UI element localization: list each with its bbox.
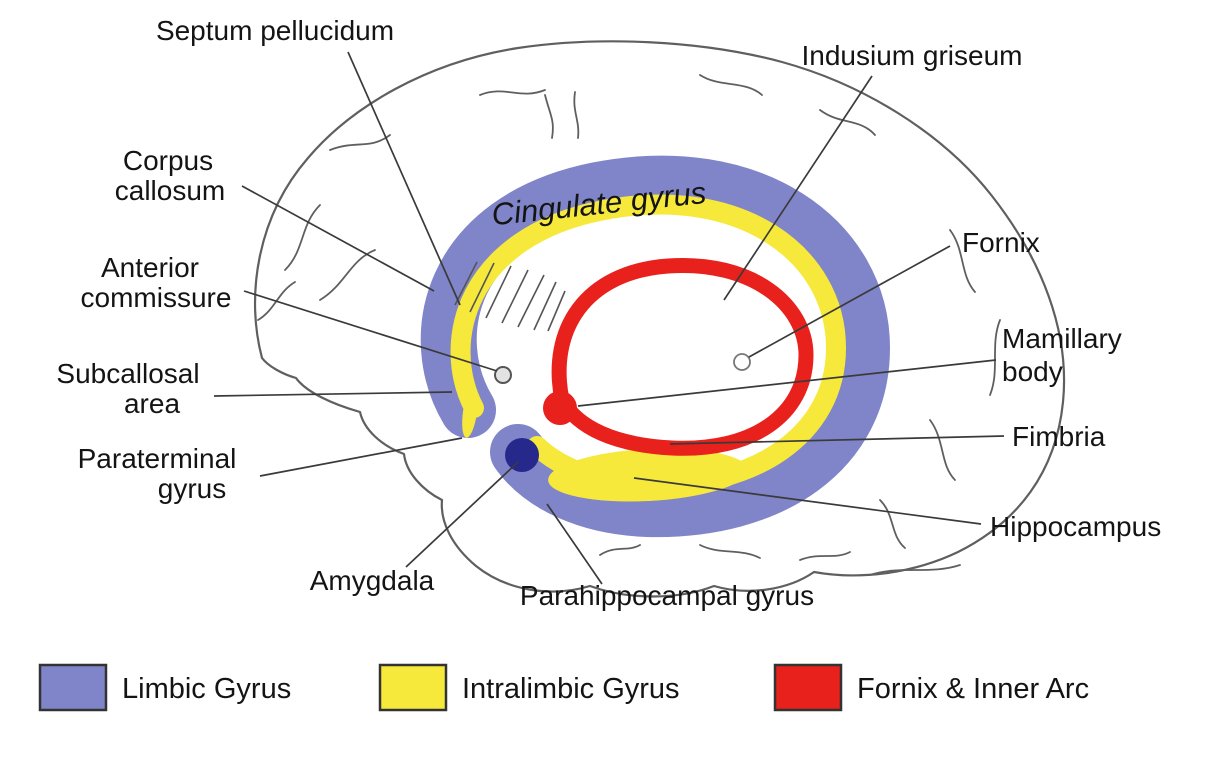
structure-labels: Septum pellucidum Indusium griseum Corpu… — [56, 15, 1161, 611]
leader-corpus-callosum — [241, 185, 435, 292]
sulcus-line — [799, 551, 851, 561]
hatch-line — [469, 262, 495, 313]
leader-indusium-griseum — [723, 75, 873, 301]
label-corpus-callosum-line1: Corpus — [123, 145, 213, 176]
label-corpus-callosum-line2: callosum — [115, 175, 225, 206]
sulcus-line — [329, 134, 391, 151]
amygdala-dot — [505, 438, 539, 472]
hatch-line — [501, 269, 529, 324]
hatch-line — [485, 265, 512, 319]
label-amygdala: Amygdala — [310, 565, 435, 596]
sulcus-line — [989, 319, 1001, 396]
hippocampus-region — [548, 448, 748, 502]
label-subcallosal-area-line1: Subcallosal — [56, 358, 199, 389]
label-indusium-griseum: Indusium griseum — [802, 40, 1023, 71]
hatch-line — [533, 281, 557, 331]
sulcus-line — [319, 249, 376, 301]
label-anterior-commissure-line2: commissure — [81, 282, 232, 313]
sulcus-line — [544, 94, 554, 139]
brain-sulci — [257, 74, 1001, 576]
leader-paraterminal-gyrus — [259, 437, 463, 477]
leader-fornix — [748, 245, 951, 358]
label-hippocampus: Hippocampus — [990, 511, 1161, 542]
leader-hippocampus — [633, 477, 982, 525]
septum-pellucidum-hatching — [454, 261, 566, 332]
leader-anterior-commissure — [243, 290, 498, 372]
leader-amygdala — [405, 461, 519, 568]
hatch-line — [547, 290, 566, 332]
label-septum-pellucidum: Septum pellucidum — [156, 15, 394, 46]
mamillary-body-dot — [543, 391, 577, 425]
label-paraterminal-gyrus-line2: gyrus — [158, 473, 226, 504]
sulcus-line — [573, 91, 580, 139]
label-subcallosal-area-line2: area — [124, 388, 180, 419]
sulcus-line — [819, 109, 876, 136]
leader-subcallosal-area — [213, 391, 453, 397]
label-fornix: Fornix — [962, 227, 1040, 258]
legend-swatch-limbic-gyrus — [38, 663, 108, 712]
leader-parahippocampal-gyrus — [546, 503, 603, 585]
paraterminal-gyrus-region — [462, 386, 478, 438]
leader-lines — [213, 51, 1005, 585]
legend-label-limbic-gyrus: Limbic Gyrus — [122, 673, 291, 705]
hatch-line — [517, 274, 545, 328]
legend: Limbic Gyrus Intralimbic Gyrus Fornix & … — [38, 663, 1089, 712]
label-mamillary-body-line1: Mamillary — [1002, 323, 1122, 354]
legend-swatch-fornix-inner-arc — [773, 663, 843, 712]
sulcus-line — [869, 564, 961, 576]
legend-swatch-intralimbic-gyrus — [378, 663, 448, 712]
sulcus-line — [479, 89, 546, 96]
fornix-ring — [551, 257, 814, 456]
fornix-section-marker — [733, 353, 751, 371]
label-paraterminal-gyrus-line1: Paraterminal — [78, 443, 237, 474]
label-parahippocampal-gyrus: Parahippocampal gyrus — [520, 580, 814, 611]
leader-septum-pellucidum — [347, 51, 461, 306]
sulcus-line — [699, 74, 763, 96]
legend-label-fornix-inner-arc: Fornix & Inner Arc — [857, 673, 1089, 705]
label-mamillary-body-line2: body — [1002, 356, 1063, 387]
sulcus-line — [929, 419, 956, 481]
anterior-commissure-dot — [494, 366, 512, 384]
sulcus-line — [599, 544, 641, 556]
leader-mamillary-body — [577, 359, 997, 407]
sulcus-line — [284, 204, 321, 271]
limbic-gyrus-band — [420, 155, 891, 538]
leader-fimbria — [669, 435, 1005, 445]
hatch-line — [454, 261, 478, 306]
legend-label-intralimbic-gyrus: Intralimbic Gyrus — [462, 673, 680, 705]
sulcus-line — [699, 544, 761, 559]
sulcus-line — [949, 229, 976, 293]
sulcus-line — [879, 499, 906, 549]
brain-outline — [253, 40, 1066, 598]
label-fimbria: Fimbria — [1012, 421, 1106, 452]
label-anterior-commissure-line1: Anterior — [101, 252, 199, 283]
